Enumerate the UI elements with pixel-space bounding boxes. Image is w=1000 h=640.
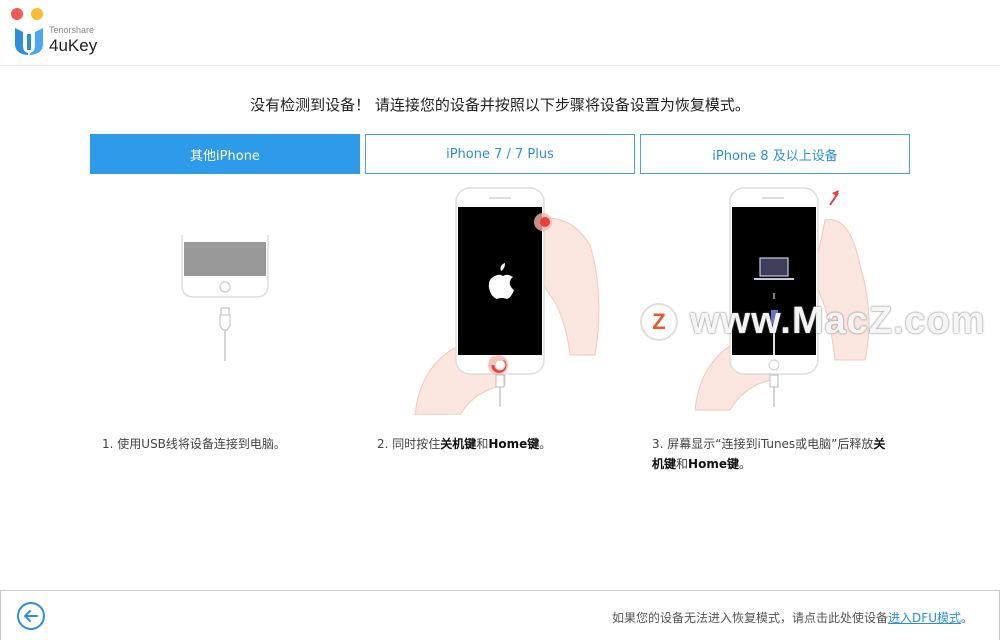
step-3-illustration: [640, 185, 910, 415]
device-type-tabs: 其他iPhone iPhone 7 / 7 Plus iPhone 8 及以上设…: [90, 134, 910, 174]
step-2-caption: 2. 同时按住关机键和Home键。: [377, 437, 552, 451]
dfu-mode-note: 如果您的设备无法进入恢复模式，请点击此处使设备进入DFU模式。: [612, 611, 973, 625]
back-button[interactable]: [17, 602, 45, 630]
app-logo: Tenorshare 4uKey: [14, 24, 97, 56]
step-3-caption: 3. 屏幕显示“连接到iTunes或电脑”后释放关机键和Home键。: [652, 437, 886, 471]
power-key-label: 关机键: [440, 437, 477, 451]
enter-dfu-mode-link[interactable]: 进入DFU模式: [888, 611, 961, 625]
4ukey-logo-icon: [14, 24, 44, 56]
tab-iphone-7[interactable]: iPhone 7 / 7 Plus: [365, 134, 635, 174]
page-instruction: 没有检测到设备！ 请连接您的设备并按照以下步骤将设备设置为恢复模式。: [250, 96, 750, 114]
iphone-usb-connect-icon: [181, 235, 269, 361]
step-1-caption: 1. 使用USB线将设备连接到电脑。: [102, 437, 286, 451]
close-window-button[interactable]: [11, 8, 23, 20]
power-key-label: 关机键: [652, 437, 886, 471]
tab-iphone-8-and-later[interactable]: iPhone 8 及以上设备: [640, 134, 910, 174]
home-key-label: Home键: [688, 457, 739, 471]
iphone7-press-buttons-icon: [414, 187, 600, 415]
product-name: 4uKey: [49, 36, 98, 55]
iphone8-release-buttons-icon: [694, 187, 870, 411]
footer-bar: 如果您的设备无法进入恢复模式，请点击此处使设备进入DFU模式。: [0, 590, 1000, 640]
step-2-illustration: [365, 185, 635, 415]
title-bar: Tenorshare 4uKey: [0, 0, 1000, 66]
tab-other-iphone[interactable]: 其他iPhone: [90, 134, 360, 174]
step-1-illustration: [90, 185, 360, 415]
arrow-left-icon: [24, 610, 38, 622]
home-key-label: Home键: [488, 437, 540, 451]
brand-name: Tenorshare: [49, 25, 95, 35]
minimize-window-button[interactable]: [31, 8, 43, 20]
